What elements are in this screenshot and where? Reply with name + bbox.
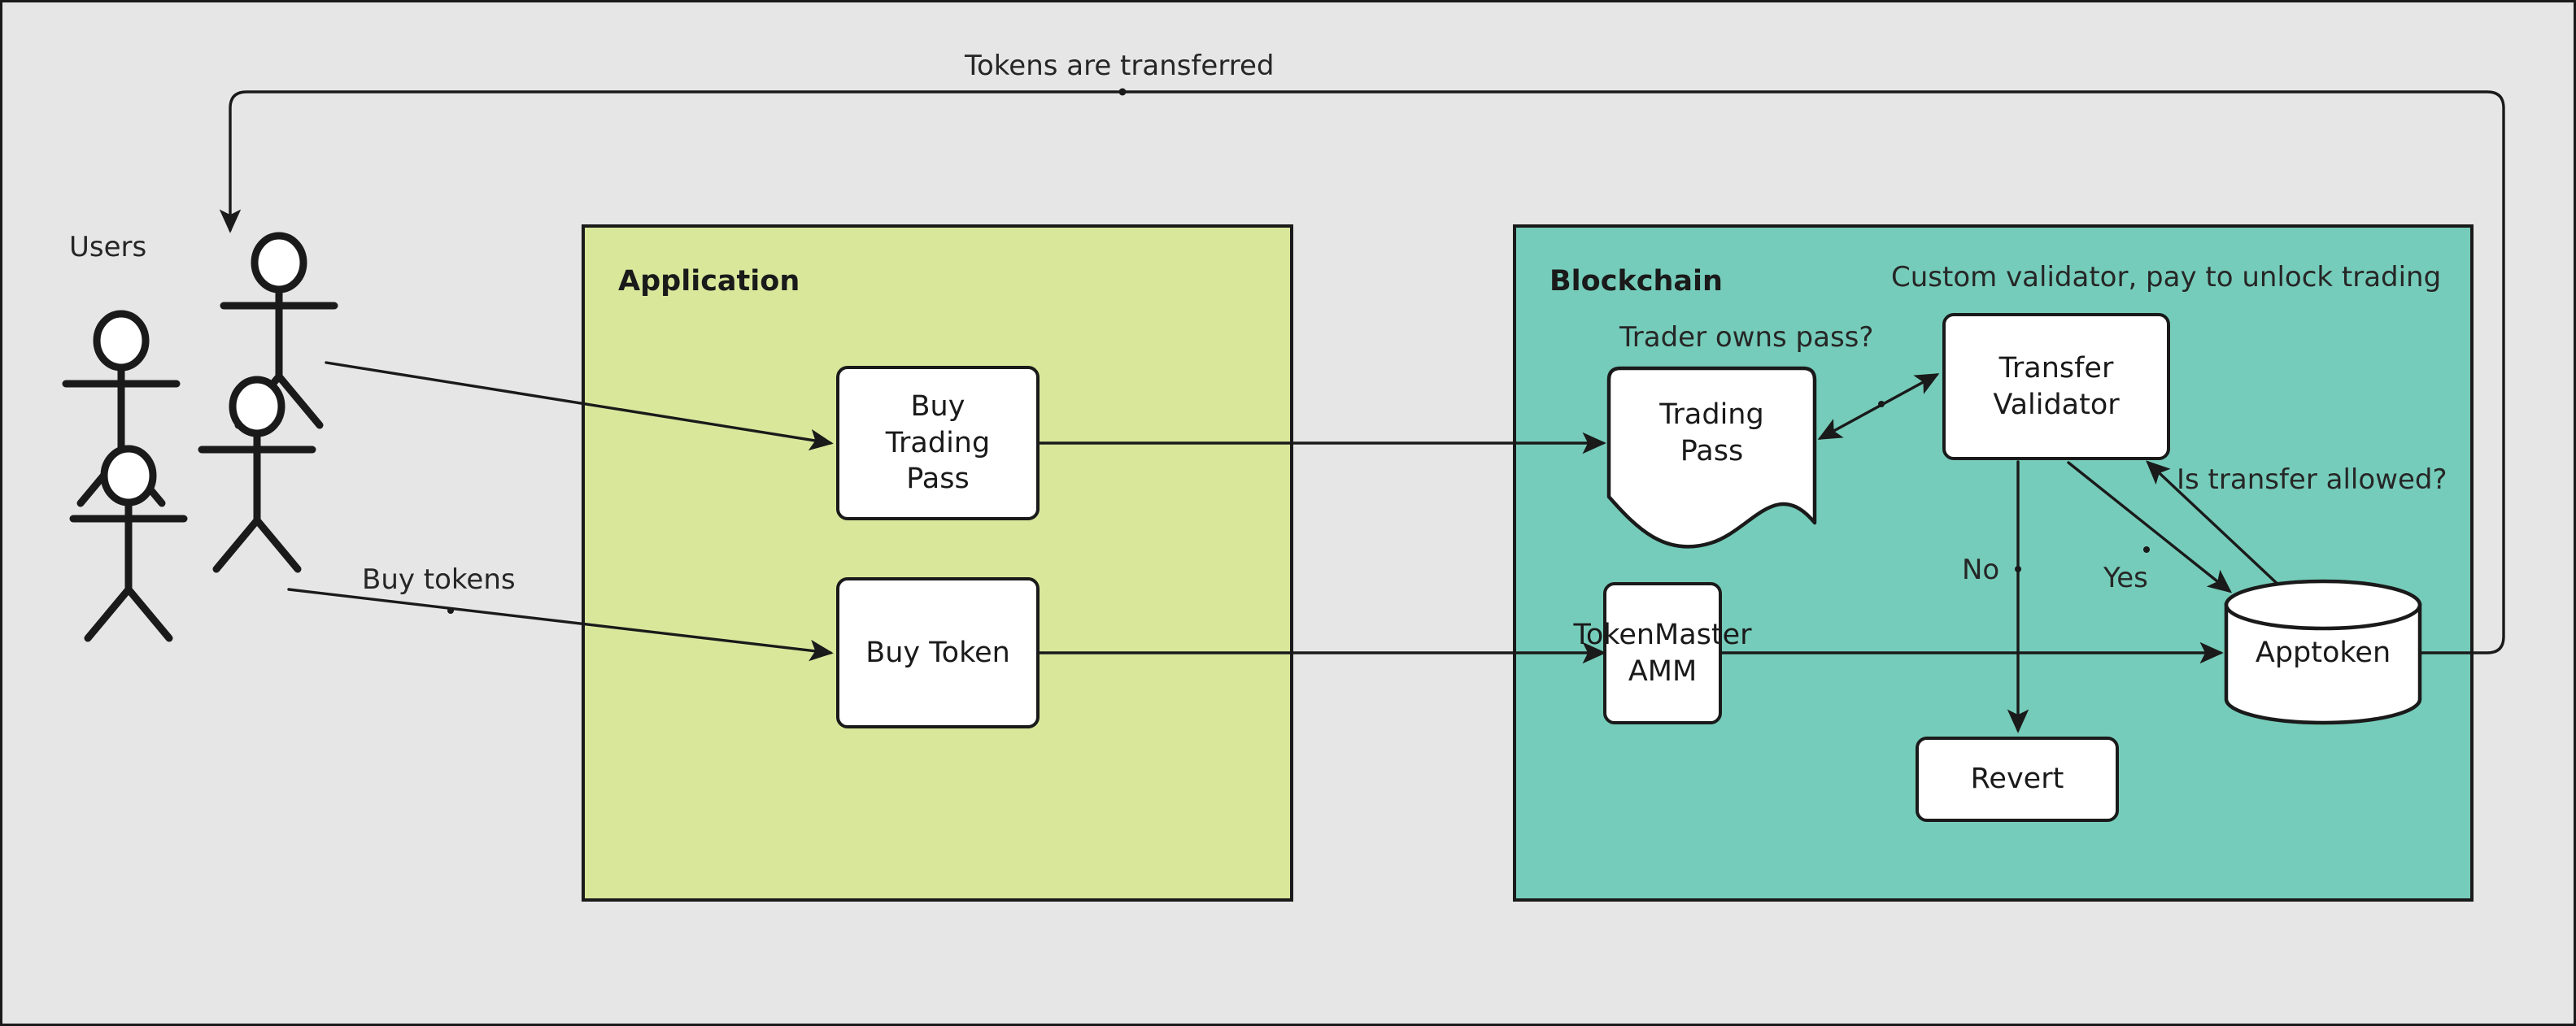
actors-group-label: Users: [69, 231, 147, 263]
waypoint-dot-yes: [2143, 546, 2150, 553]
edge-transfer-validator-to-apptoken-yes: [2067, 461, 2232, 593]
edge-user-to-buy-token: [287, 588, 834, 662]
edge-tokens-transferred: [219, 90, 2505, 654]
pool-title-blockchain: Blockchain: [1550, 265, 1723, 298]
edge-label-custom-validator: Custom validator, pay to unlock trading: [1891, 261, 2442, 293]
edge-apptoken-to-transfer-validator: [2146, 460, 2282, 588]
waypoint-dot-tokens: [1118, 88, 1127, 96]
edge-label-tokens-transferred: Tokens are transferred: [965, 50, 1275, 82]
edge-trading-pass-transfer-validator: [1817, 373, 1940, 440]
node-revert[interactable]: [1916, 737, 2119, 822]
waypoint-dot-buy-tokens: [447, 607, 454, 614]
edge-label-no: No: [1962, 554, 2000, 586]
edge-label-buy-tokens: Buy tokens: [362, 563, 516, 596]
edge-user-to-buy-trading-pass: [325, 361, 834, 451]
actors-group: [62, 232, 338, 642]
node-apptoken-shape[interactable]: [2224, 579, 2422, 725]
pool-title-application: Application: [618, 265, 800, 298]
actor-stick-figure: [198, 376, 316, 573]
edge-label-trader-owns-pass: Trader owns pass?: [1619, 321, 1874, 354]
edge-label-yes: Yes: [2103, 562, 2148, 594]
node-buy-trading-pass[interactable]: [836, 366, 1040, 520]
actor-stick-figure: [69, 445, 188, 642]
waypoint-dot-no: [2015, 566, 2021, 572]
node-buy-token[interactable]: [836, 577, 1040, 728]
edge-label-is-transfer-allowed: Is transfer allowed?: [2177, 463, 2447, 496]
node-transfer-validator[interactable]: [1942, 313, 2170, 460]
pool-application: [582, 224, 1293, 902]
waypoint-dot-owns-pass: [1878, 401, 1885, 407]
node-tokenmaster-amm[interactable]: [1603, 582, 1722, 724]
node-trading-pass-shape[interactable]: [1606, 366, 1817, 549]
